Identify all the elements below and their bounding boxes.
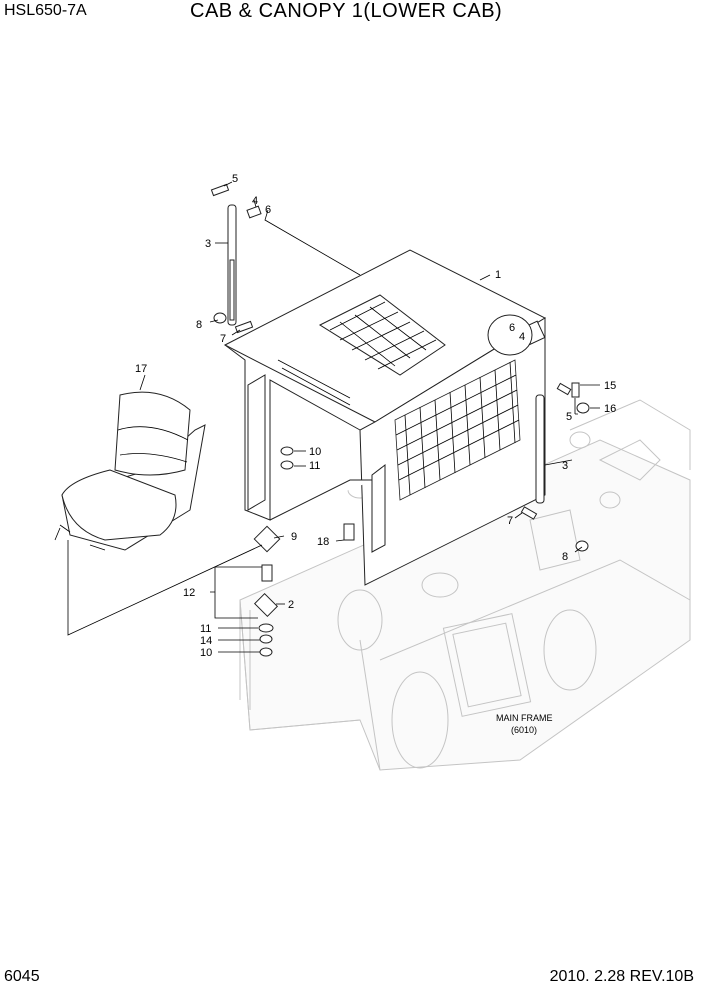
gas-spring-right (535, 394, 545, 504)
callout-3: 3 (205, 238, 211, 250)
callout-14: 14 (200, 635, 212, 647)
main-frame-drawing (239, 399, 691, 771)
callout-11: 11 (309, 460, 320, 472)
callout-3: 3 (562, 460, 568, 472)
callout-16: 16 (604, 403, 616, 415)
cab-body-drawing (223, 249, 547, 586)
main-frame-ref: (6010) (511, 725, 537, 735)
callout-8: 8 (562, 551, 568, 563)
callout-6: 6 (509, 322, 515, 334)
callout-15: 15 (604, 380, 616, 392)
callout-10: 10 (200, 647, 212, 659)
cab-vent-grille (394, 359, 521, 501)
revision-date: 2010. 2.28 REV.10B (549, 968, 694, 985)
callout-9: 9 (291, 531, 297, 543)
callout-7: 7 (220, 333, 226, 345)
callout-1: 1 (495, 269, 501, 281)
callout-17: 17 (135, 363, 147, 375)
callout-12: 12 (183, 587, 195, 599)
model-code: HSL650-7A (4, 2, 87, 19)
callout-5: 5 (566, 411, 572, 423)
page-title: CAB & CANOPY 1(LOWER CAB) (190, 0, 503, 22)
roof-window-grille (329, 301, 437, 370)
page-number: 6045 (4, 968, 40, 985)
seat-drawing (54, 391, 206, 551)
callout-6: 6 (265, 204, 271, 216)
leader-lines (67, 181, 600, 653)
callout-18: 18 (317, 536, 329, 548)
callout-labels: 5 4 6 3 1 8 7 6 4 17 15 5 16 10 3 11 7 9… (135, 173, 616, 735)
callout-10: 10 (309, 446, 321, 458)
gas-spring-left (227, 204, 237, 326)
main-frame-label: MAIN FRAME (496, 713, 553, 723)
callout-11: 11 (200, 623, 211, 635)
callout-4: 4 (519, 331, 525, 343)
callout-2: 2 (288, 599, 294, 611)
callout-5: 5 (232, 173, 238, 185)
callout-7: 7 (507, 515, 513, 527)
callout-4: 4 (252, 195, 258, 207)
callout-8: 8 (196, 319, 202, 331)
hardware (210, 183, 590, 657)
